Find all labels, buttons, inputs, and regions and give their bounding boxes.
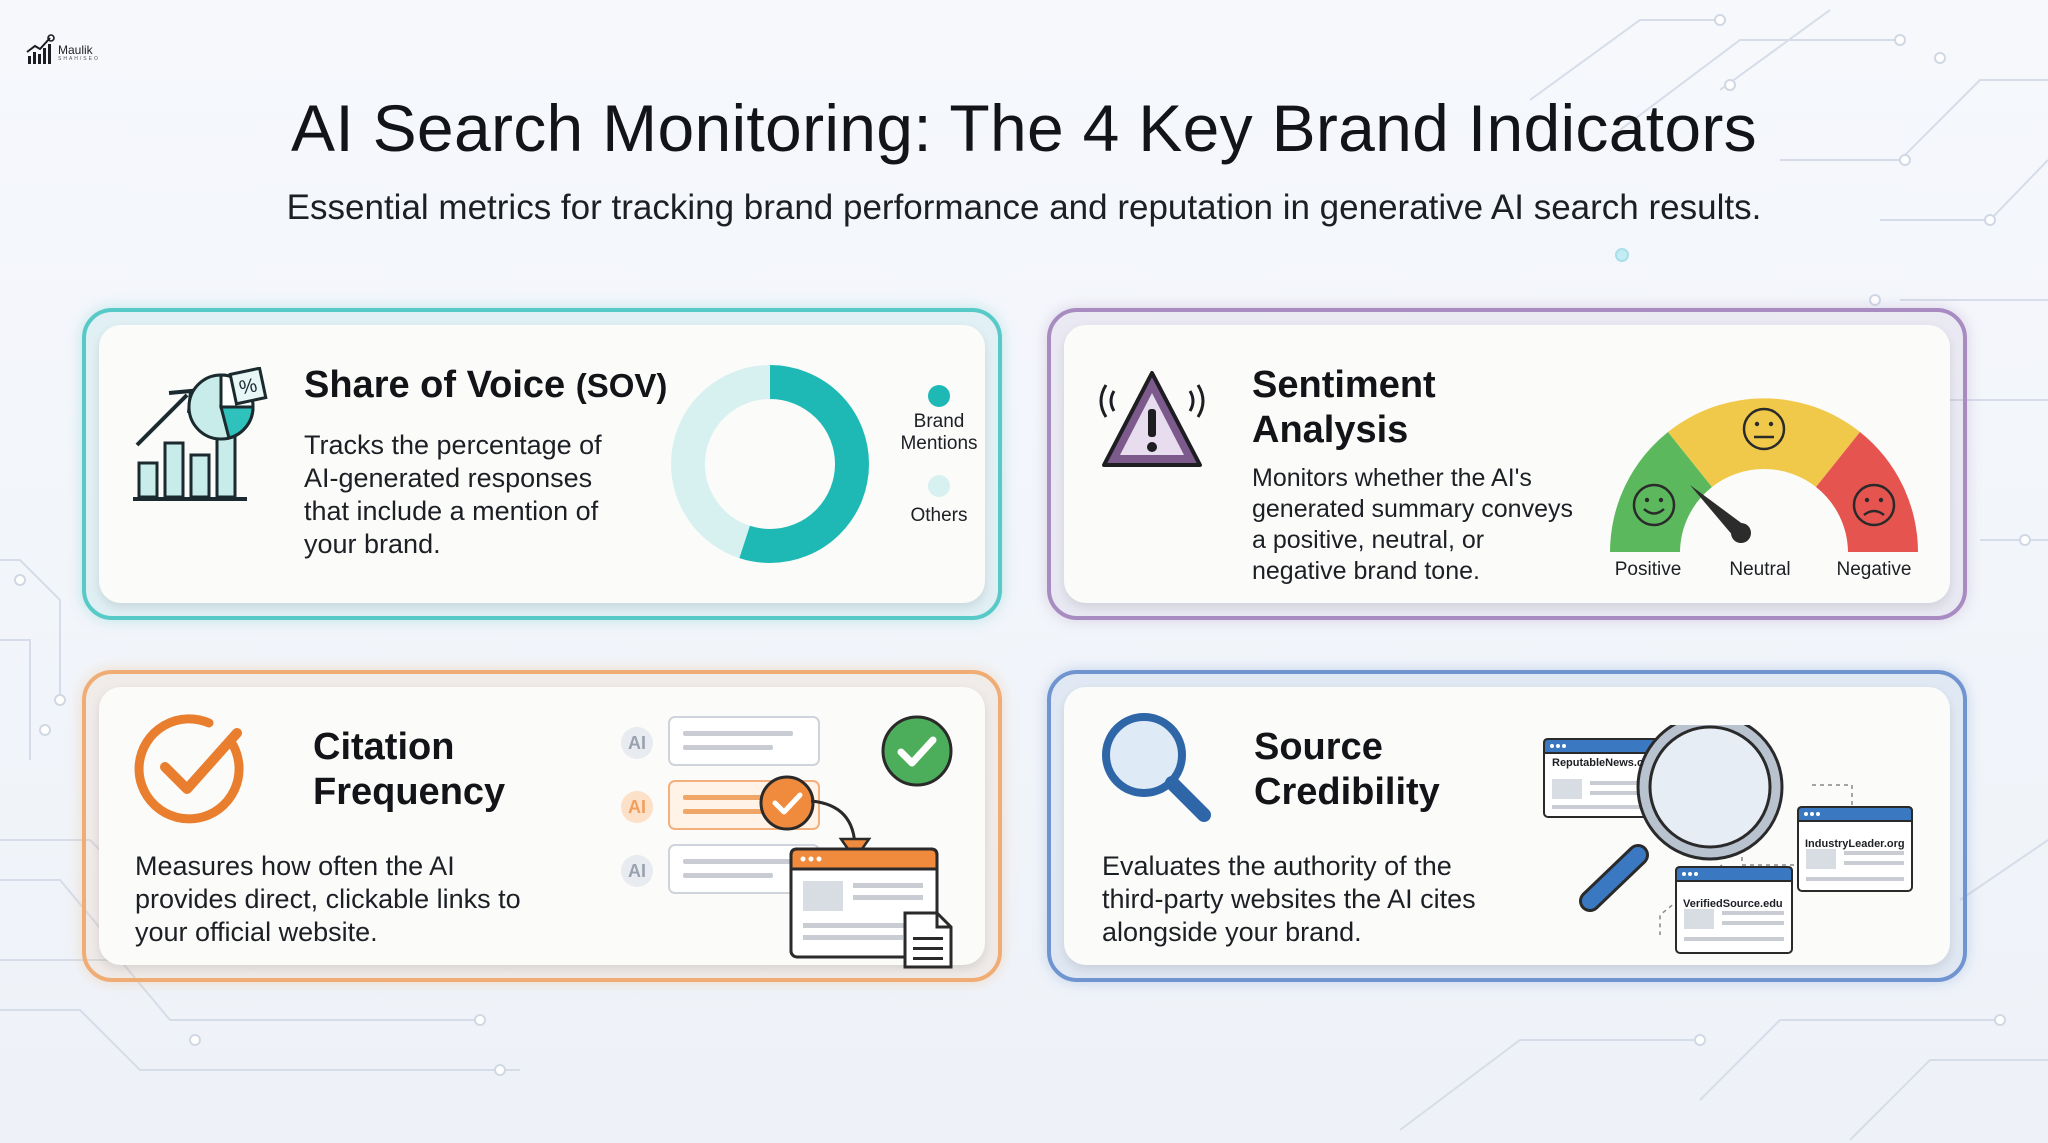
sov-title: Share of Voice (SOV): [304, 363, 667, 408]
source-title-line2: Credibility: [1254, 771, 1440, 813]
sentiment-desc-line: Monitors whether the AI's: [1252, 464, 1532, 492]
source-title-line1: Source: [1254, 726, 1383, 768]
sov-desc-line: AI-generated responses: [304, 463, 593, 493]
citation-desc-line: provides direct, clickable links to: [135, 884, 521, 914]
citation-desc-line: your official website.: [135, 917, 378, 947]
sov-donut-chart: [671, 365, 869, 563]
source-description: Evaluates the authority of the third-par…: [1102, 850, 1476, 949]
brand-logo: Maulik SHAH/SEO: [26, 34, 116, 68]
site-window-industry: [1797, 806, 1913, 892]
citation-desc-line: Measures how often the AI: [135, 851, 455, 881]
gauge-positive-segment: [1610, 432, 1712, 552]
legend-others-label: Others: [910, 505, 968, 526]
sov-desc-line: Tracks the percentage of: [304, 430, 602, 460]
gauge-needle-hub: [1731, 523, 1751, 543]
citation-frequency-card: Citation Frequency Measures how often th…: [82, 670, 1002, 982]
sentiment-gauge: [1610, 398, 1918, 552]
gauge-label-negative: Negative: [1836, 559, 1912, 580]
legend-brand-line1: Brand: [913, 411, 965, 432]
sentiment-description: Monitors whether the AI's generated summ…: [1252, 463, 1573, 587]
source-desc-line: third-party websites the AI cites: [1102, 884, 1476, 914]
sentiment-desc-line: a positive, neutral, or: [1252, 526, 1485, 554]
magnifier-icon: [1102, 713, 1211, 822]
sov-desc-line: your brand.: [304, 529, 441, 559]
source-sites-illustration: [1543, 725, 1913, 954]
sov-legend: Brand Mentions Others: [889, 385, 989, 527]
gauge-label-neutral: Neutral: [1729, 559, 1791, 580]
ai-badge-highlighted: AI: [621, 791, 653, 823]
sov-description: Tracks the percentage of AI-generated re…: [304, 429, 602, 561]
legend-brand-label: Brand Mentions: [889, 411, 989, 455]
site-label-industry: IndustryLeader.org: [1805, 838, 1905, 850]
legend-brand-swatch: [928, 385, 950, 407]
sov-desc-line: that include a mention of: [304, 496, 599, 526]
citation-title-line2: Frequency: [313, 771, 506, 813]
gauge-needle: [1690, 485, 1744, 537]
legend-brand-line2: Mentions: [900, 433, 978, 454]
growth-chart-icon: %: [133, 367, 268, 501]
large-magnifier-icon: [1579, 725, 1784, 912]
green-check-icon: [881, 715, 953, 787]
gauge-label-positive: Positive: [1614, 559, 1682, 580]
orange-check-badge: [759, 775, 815, 831]
sentiment-card-body: Sentiment Analysis Monitors whether the …: [1064, 325, 1950, 603]
sentiment-analysis-card: Sentiment Analysis Monitors whether the …: [1047, 308, 1967, 620]
source-card-body: Source Credibility Evaluates the authori…: [1064, 687, 1950, 965]
source-title: Source Credibility: [1254, 725, 1440, 815]
gauge-negative-segment: [1816, 432, 1918, 552]
citation-title-line1: Citation: [313, 726, 455, 768]
website-window-icon: [789, 847, 953, 969]
warning-triangle-icon: [1099, 371, 1205, 467]
page-title: AI Search Monitoring: The 4 Key Brand In…: [291, 91, 1757, 165]
citation-card-body: Citation Frequency Measures how often th…: [99, 687, 985, 969]
ai-badge: AI: [621, 855, 653, 887]
donut-slice-others: [671, 365, 869, 563]
share-of-voice-card-body: % Share of Voice (SOV) Tracks the percen…: [99, 325, 985, 603]
gauge-neutral-segment: [1668, 398, 1860, 487]
sov-title-main: Share of Voice: [304, 364, 566, 406]
site-window-reputable: [1543, 738, 1665, 818]
sentiment-desc-line: negative brand tone.: [1252, 557, 1480, 585]
sentiment-title-line1: Sentiment: [1252, 364, 1436, 406]
site-window-verified: [1675, 866, 1793, 954]
sentiment-desc-line: generated summary conveys: [1252, 495, 1573, 523]
legend-others-swatch: [928, 475, 950, 497]
sentiment-title-line2: Analysis: [1252, 409, 1409, 451]
logo-subtitle: SHAH/SEO: [58, 56, 100, 62]
logo-name: Maulik: [58, 43, 93, 57]
source-desc-line: Evaluates the authority of the: [1102, 851, 1452, 881]
svg-text:%: %: [237, 374, 259, 399]
ai-badge: AI: [621, 727, 653, 759]
share-of-voice-card: % Share of Voice (SOV) Tracks the percen…: [82, 308, 1002, 620]
sov-title-suffix: (SOV): [575, 367, 668, 404]
site-label-reputable: ReputableNews.c: [1552, 757, 1644, 769]
citation-title: Citation Frequency: [313, 725, 505, 815]
source-desc-line: alongside your brand.: [1102, 917, 1362, 947]
sentiment-title: Sentiment Analysis: [1252, 363, 1436, 453]
citation-description: Measures how often the AI provides direc…: [135, 850, 521, 949]
source-credibility-card: Source Credibility Evaluates the authori…: [1047, 670, 1967, 982]
checkmark-circle-icon: [134, 714, 244, 824]
site-label-verified: VerifiedSource.edu: [1683, 898, 1783, 910]
logo-chart-icon: [26, 34, 55, 64]
page-subtitle: Essential metrics for tracking brand per…: [286, 188, 1762, 227]
